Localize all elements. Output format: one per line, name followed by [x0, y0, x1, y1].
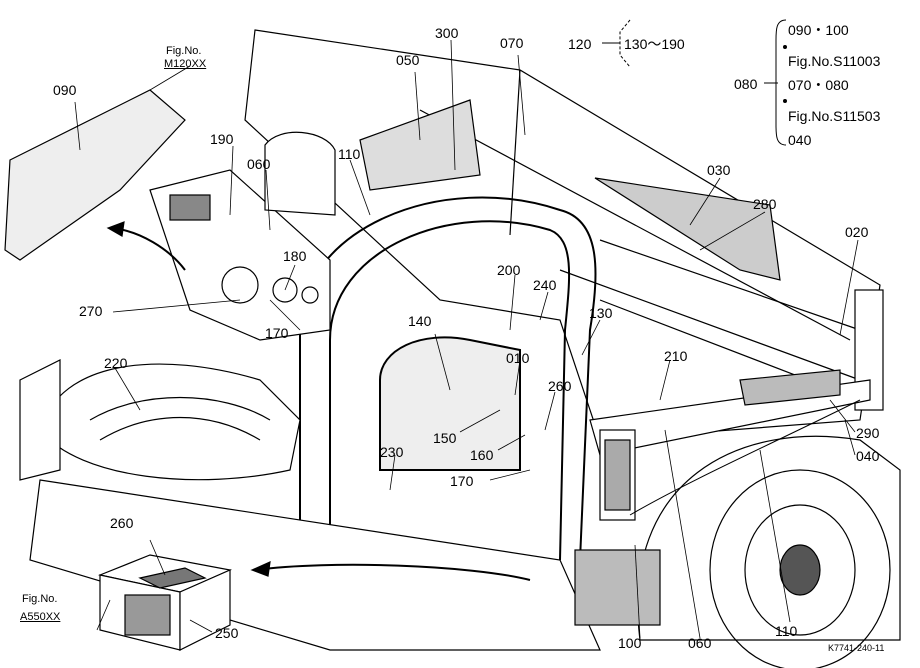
part-260-battery: 260: [110, 515, 134, 531]
part-250: 250: [215, 625, 239, 641]
legend-130-190: 130〜190: [624, 36, 685, 52]
part-060-top: 060: [247, 156, 271, 172]
part-140: 140: [408, 313, 432, 329]
part-300: 300: [435, 25, 459, 41]
part-110-bot: 110: [775, 623, 798, 639]
dash-panel: [4, 89, 186, 261]
part-200: 200: [497, 262, 521, 278]
part-290: 290: [856, 425, 880, 441]
part-150: 150: [433, 430, 457, 446]
part-110-top: 110: [338, 146, 361, 162]
tail-light: [599, 429, 636, 521]
fig-ref-top-line2: M120XX: [164, 58, 207, 70]
leader-lines: [74, 39, 859, 639]
grille: [574, 549, 661, 626]
arrow-line: [254, 563, 531, 581]
arrowhead: [250, 561, 271, 577]
legend-080: 080: [734, 76, 758, 92]
part-260-mid: 260: [548, 378, 572, 394]
seat: [19, 359, 301, 481]
part-040: 040: [856, 448, 880, 464]
part-230: 230: [380, 444, 404, 460]
part-130: 130: [589, 305, 613, 321]
part-190: 190: [210, 131, 234, 147]
part-210: 210: [664, 348, 688, 364]
cargo-bed: [244, 29, 884, 456]
part-170-top: 170: [265, 325, 289, 341]
part-010: 010: [506, 350, 530, 366]
battery: [97, 554, 233, 651]
part-180: 180: [283, 248, 307, 264]
part-270: 270: [79, 303, 103, 319]
dashboard: [149, 169, 331, 341]
legend-item-5: 040: [788, 132, 812, 148]
part-170-bot: 170: [450, 473, 474, 489]
part-220: 220: [104, 355, 128, 371]
part-020: 020: [845, 224, 869, 240]
legend-item-4: Fig.No.S11503: [788, 108, 881, 124]
part-160: 160: [470, 447, 494, 463]
part-100: 100: [618, 635, 642, 651]
legend-120: 120: [568, 36, 592, 52]
fig-ref-bottom-line1: Fig.No.: [22, 593, 58, 605]
legend-item-2: Fig.No.S11003: [788, 53, 881, 69]
headrest: [264, 131, 336, 216]
fig-ref-top-line1: Fig.No.: [166, 45, 202, 57]
fig-ref-bottom-line2: A550XX: [20, 611, 61, 623]
part-030: 030: [707, 162, 731, 178]
part-060-bot: 060: [688, 635, 712, 651]
legend-item-1: 090・100: [788, 22, 849, 38]
part-050: 050: [396, 52, 420, 68]
legend-item-3: 070・080: [788, 77, 849, 93]
part-090: 090: [53, 82, 77, 98]
part-070: 070: [500, 35, 524, 51]
part-240: 240: [533, 277, 557, 293]
part-280: 280: [753, 196, 777, 212]
drawing-code: K7741-240-11: [828, 643, 885, 653]
legend-brackets: [602, 19, 787, 146]
rear-wheel: [637, 435, 901, 668]
